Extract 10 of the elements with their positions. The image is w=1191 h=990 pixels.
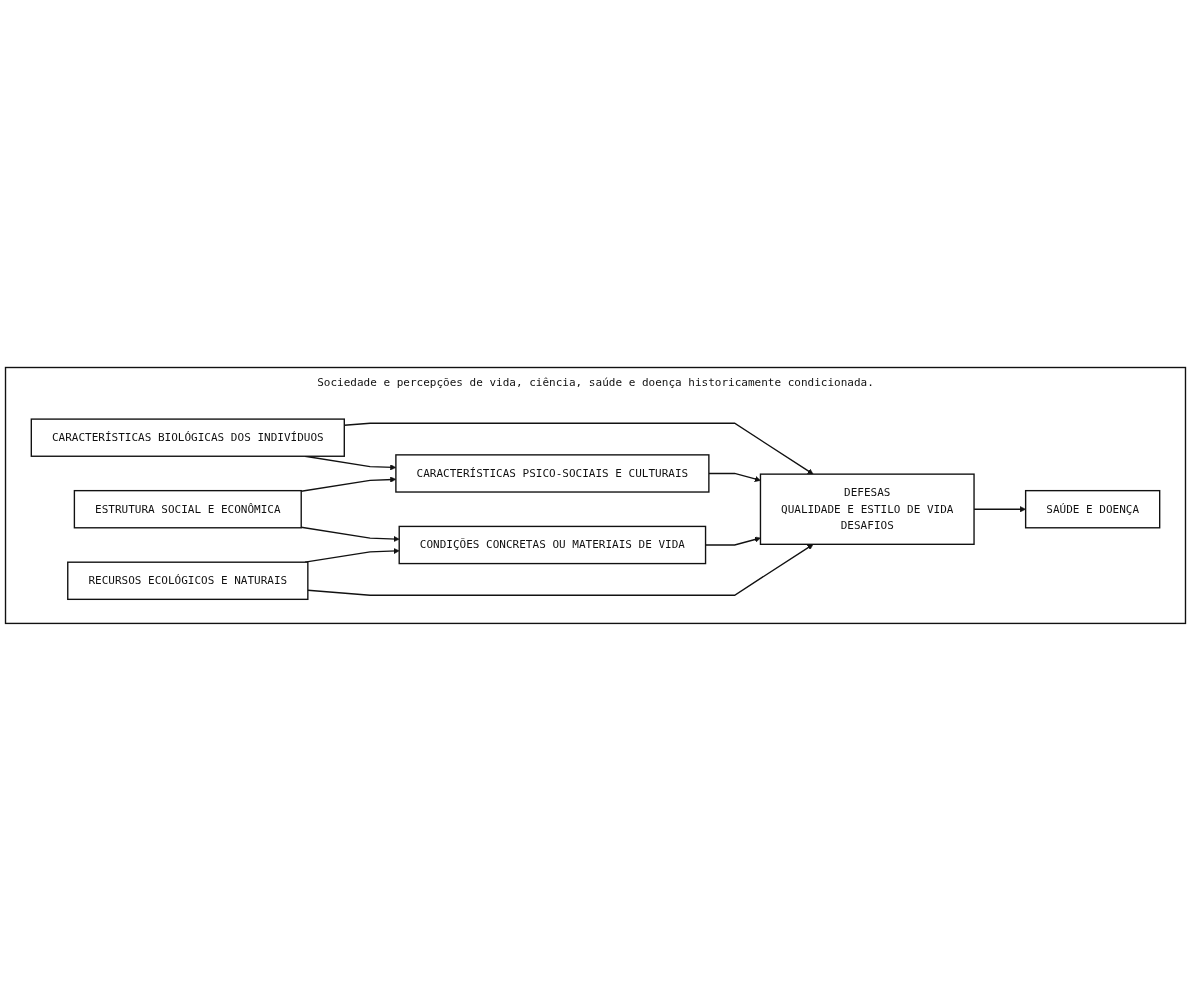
node-box: DEFESAS QUALIDADE E ESTILO DE VIDA DESAFIOS	[759, 473, 975, 545]
node-box: CONDIÇÕES CONCRETAS OU MATERIAIS DE VIDA	[398, 525, 707, 564]
node-box: ESTRUTURA SOCIAL E ECONÔMICA	[73, 489, 302, 529]
node-box: RECURSOS ECOLÓGICOS E NATURAIS	[67, 561, 309, 600]
node-box: CARACTERÍSTICAS PSICO-SOCIAIS E CULTURAIS	[395, 453, 710, 493]
arrow	[708, 472, 761, 482]
node-box: CARACTERÍSTICAS BIOLÓGICAS DOS INDIVÍDUOS	[30, 417, 345, 457]
arrow	[307, 543, 814, 596]
node-box: SAÚDE E DOENÇA	[1024, 489, 1161, 529]
arrow	[300, 526, 400, 542]
